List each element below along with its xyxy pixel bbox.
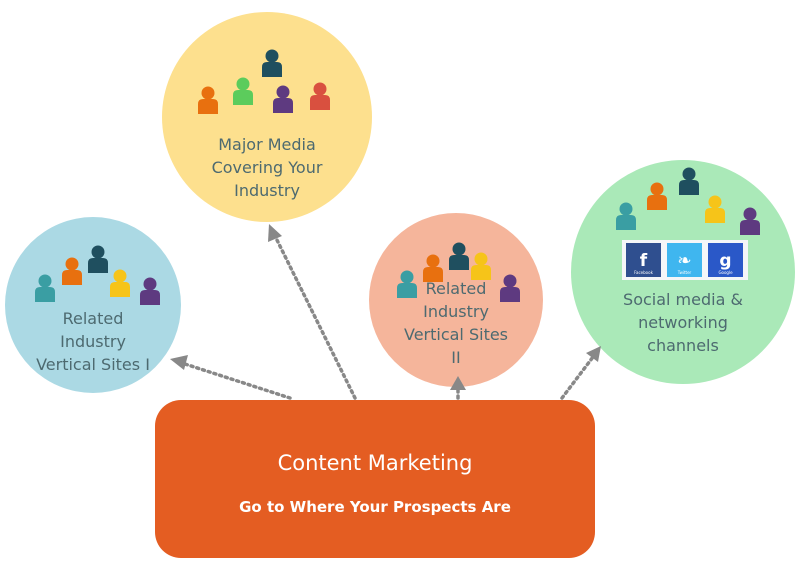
center-subtitle: Go to Where Your Prospects Are [239, 498, 511, 516]
node-label-line: Covering Your [212, 158, 323, 177]
node-label-line: channels [647, 336, 719, 355]
center-title: Content Marketing [278, 451, 473, 475]
node-label-line: Industry [234, 181, 300, 200]
svg-text:Google: Google [718, 270, 733, 275]
node-circle [162, 12, 372, 222]
center-box: Content Marketing Go to Where Your Prosp… [155, 400, 595, 558]
node-label-line: Industry [60, 332, 126, 351]
arrow-to-major-media [268, 224, 357, 400]
node-label-line: Social media & [623, 290, 743, 309]
node-label-line: Vertical Sites I [36, 355, 150, 374]
svg-text:g: g [719, 251, 731, 271]
svg-text:Twitter: Twitter [677, 270, 692, 275]
node-label-line: networking [638, 313, 728, 332]
arrow-to-related-2 [450, 376, 466, 400]
node-label-line: II [451, 348, 460, 367]
svg-text:f: f [640, 251, 648, 271]
svg-text:Facebook: Facebook [634, 270, 653, 275]
node-label-line: Major Media [218, 135, 316, 154]
node-label-line: Related [63, 309, 124, 328]
node-circle [369, 213, 543, 387]
node-label-line: Related [426, 279, 487, 298]
node-label-line: Industry [423, 302, 489, 321]
node-circle [5, 217, 181, 393]
arrow-to-related-1 [170, 355, 292, 400]
node-label-line: Vertical Sites [404, 325, 508, 344]
twitter-icon: ❧Twitter [667, 243, 702, 277]
arrow-to-social [560, 346, 601, 400]
svg-text:❧: ❧ [677, 251, 691, 271]
